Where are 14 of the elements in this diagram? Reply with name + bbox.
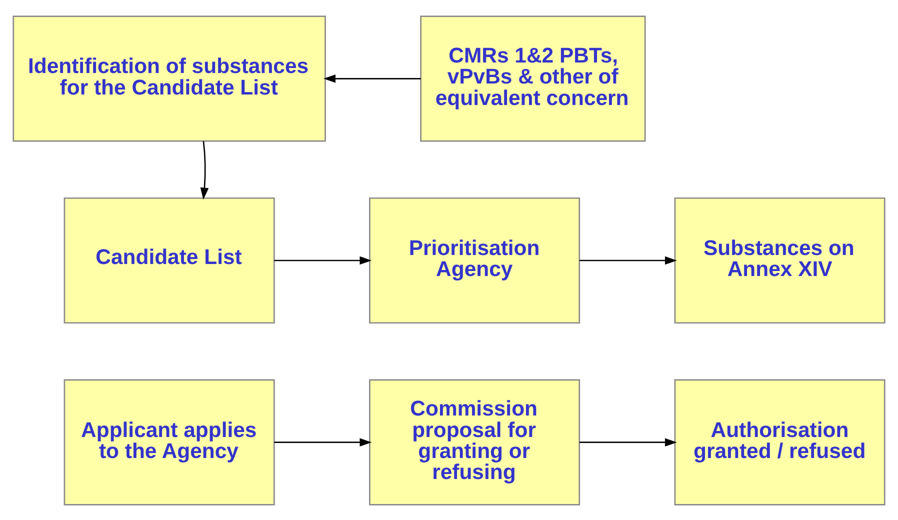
node-box: Commission proposal for granting or refusing	[369, 378, 580, 505]
arrow	[579, 256, 677, 264]
node-box: Authorisation granted / refused	[674, 378, 886, 505]
node-box: Identification of substances for the Candidate List	[12, 15, 326, 142]
node-box: Applicant applies to the Agency	[64, 378, 275, 505]
arrow	[579, 438, 677, 446]
node-box: Substances on Annex XIV	[674, 196, 886, 324]
arrow	[274, 438, 372, 446]
arrow	[324, 74, 421, 82]
node-box: CMRs 1&2 PBTs, vPvBs & other of equivalent concern	[420, 15, 646, 142]
arrow	[200, 140, 209, 200]
node-box: Prioritisation Agency	[369, 196, 580, 324]
arrow	[274, 256, 372, 264]
node-box: Candidate List	[64, 196, 275, 324]
